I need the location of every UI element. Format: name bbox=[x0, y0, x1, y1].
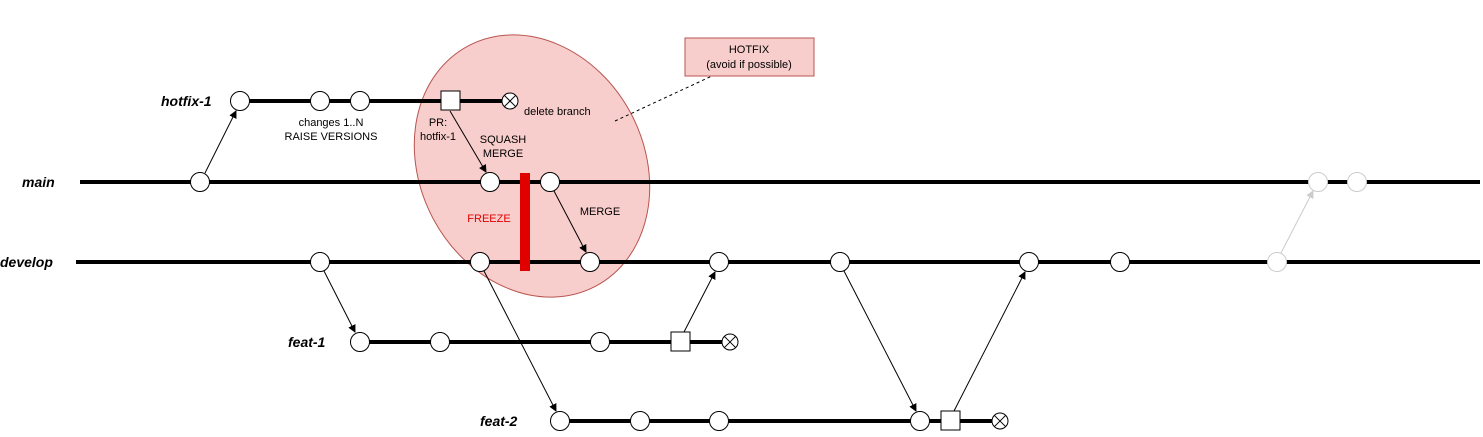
note-pr-branch: hotfix-1 bbox=[420, 131, 456, 143]
hotfix-callout-box bbox=[684, 37, 815, 77]
develop-commit-feat-2-merge bbox=[1019, 252, 1039, 272]
develop-commit-7 bbox=[1110, 252, 1130, 272]
hotfix-commit-start bbox=[230, 91, 250, 111]
feat-2-commit-2 bbox=[630, 411, 650, 431]
develop-faded-commit bbox=[1267, 252, 1287, 272]
callout-line1: HOTFIX bbox=[729, 44, 770, 56]
branch-label-feat-2: feat-2 bbox=[480, 413, 518, 429]
arrow-feat-2-to-develop bbox=[953, 271, 1026, 412]
main-commit-after-freeze bbox=[540, 172, 560, 192]
arrow-develop-to-feat-2 bbox=[483, 270, 557, 412]
feat-1-commit-3 bbox=[590, 332, 610, 352]
branch-label-feat-1: feat-1 bbox=[288, 334, 326, 350]
hotfix-delete-node bbox=[501, 92, 519, 110]
develop-commit-2 bbox=[470, 252, 490, 272]
note-changes: changes 1..N bbox=[299, 117, 364, 129]
main-faded-commit-1 bbox=[1308, 172, 1328, 192]
feat-1-commit-2 bbox=[430, 332, 450, 352]
note-freeze: FREEZE bbox=[467, 213, 510, 225]
develop-merge-commit bbox=[580, 252, 600, 272]
main-commit-1 bbox=[190, 172, 210, 192]
hotfix-highlight-ellipse bbox=[413, 34, 651, 298]
develop-commit-1 bbox=[310, 252, 330, 272]
arrow-develop-to-feat-2-late bbox=[843, 270, 917, 412]
arrow-main-to-hotfix bbox=[204, 110, 237, 174]
note-merge: MERGE bbox=[580, 206, 620, 218]
arrow-main-to-develop-merge bbox=[553, 190, 587, 253]
note-squash-merge: MERGE bbox=[483, 148, 523, 160]
main-squash-merge-commit bbox=[480, 172, 500, 192]
branch-label-develop: develop bbox=[0, 254, 53, 270]
callout-line2: (avoid if possible) bbox=[706, 59, 792, 71]
feat-1-pr-node bbox=[670, 331, 691, 352]
branch-label-hotfix: hotfix-1 bbox=[161, 93, 212, 109]
arrow-faded-develop-to-main bbox=[1280, 190, 1314, 254]
arrow-pr-to-main bbox=[449, 110, 487, 173]
hotfix-pr-node bbox=[440, 90, 461, 111]
note-pr: PR: bbox=[429, 117, 447, 129]
freeze-bar bbox=[520, 173, 530, 271]
branch-label-main: main bbox=[22, 174, 55, 190]
hotfix-commit-2 bbox=[350, 91, 370, 111]
feat-2-commit-4 bbox=[910, 411, 930, 431]
arrow-feat-1-to-develop bbox=[683, 271, 716, 333]
hotfix-commit-1 bbox=[310, 91, 330, 111]
feat-2-pr-node bbox=[940, 410, 961, 431]
arrow-develop-to-feat-1 bbox=[323, 270, 356, 333]
note-delete-branch: delete branch bbox=[524, 106, 591, 118]
main-faded-commit-2 bbox=[1347, 172, 1367, 192]
feat-1-commit-1 bbox=[350, 332, 370, 352]
feat-1-delete-node bbox=[721, 333, 739, 351]
develop-commit-5 bbox=[830, 252, 850, 272]
feat-2-commit-1 bbox=[550, 411, 570, 431]
feat-2-commit-3 bbox=[709, 411, 729, 431]
note-raise-versions: RAISE VERSIONS bbox=[285, 131, 378, 143]
note-squash: SQUASH bbox=[480, 134, 527, 146]
develop-commit-feat-1-merge bbox=[709, 252, 729, 272]
feat-2-delete-node bbox=[991, 412, 1009, 430]
